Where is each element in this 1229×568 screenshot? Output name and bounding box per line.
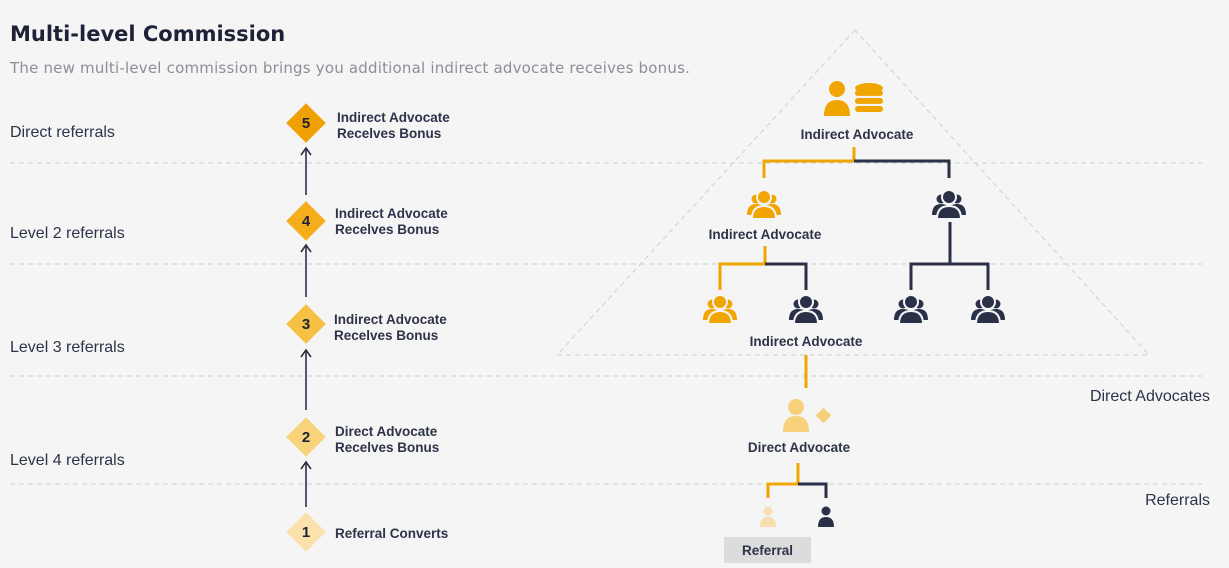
connector-dark bbox=[798, 482, 828, 498]
step-number: 1 bbox=[302, 524, 310, 541]
direct-advocate-icon bbox=[783, 399, 832, 432]
arrow-up bbox=[300, 460, 312, 507]
users-icon bbox=[788, 294, 824, 325]
users-icon bbox=[746, 189, 782, 220]
node-label-direct: Direct Advocate bbox=[747, 440, 851, 455]
connector-dark bbox=[854, 159, 951, 178]
node-label-level2: Indirect Advocate bbox=[708, 227, 822, 242]
page-subtitle: The new multi-level commission brings yo… bbox=[10, 59, 691, 77]
advocate-coins-icon bbox=[824, 81, 883, 116]
connector-accent bbox=[766, 463, 800, 498]
users-icon bbox=[931, 189, 967, 220]
node-label-top: Indirect Advocate bbox=[800, 127, 914, 142]
connector-dark bbox=[950, 262, 990, 290]
step-diamond bbox=[286, 201, 326, 241]
side-label-referrals: Referrals bbox=[1145, 492, 1210, 509]
users-icon bbox=[970, 294, 1006, 325]
page-title: Multi-level Commission bbox=[10, 22, 286, 46]
step-diamond bbox=[286, 417, 326, 457]
side-label-direct-advocates: Direct Advocates bbox=[1089, 388, 1210, 405]
step-number: 4 bbox=[302, 213, 311, 230]
step-number: 2 bbox=[302, 429, 310, 446]
level-label-4: Level 4 referrals bbox=[10, 452, 125, 469]
users-icon bbox=[702, 294, 738, 325]
connector-accent bbox=[718, 246, 767, 290]
step-diamond bbox=[286, 304, 326, 344]
pyramid-outline bbox=[555, 29, 1151, 356]
connector-dark bbox=[765, 262, 808, 290]
arrow-up bbox=[300, 243, 312, 297]
step-diamond bbox=[286, 512, 326, 552]
level-label-3: Level 3 referrals bbox=[10, 339, 125, 356]
referral-person-icon bbox=[760, 506, 776, 527]
level-label-direct: Direct referrals bbox=[10, 124, 115, 141]
step-number: 5 bbox=[302, 115, 310, 132]
step-number: 3 bbox=[302, 316, 310, 333]
level-label-2: Level 2 referrals bbox=[10, 225, 125, 242]
connector-accent bbox=[762, 147, 856, 178]
connector-dark bbox=[909, 222, 952, 290]
step-1-text: Referral Converts bbox=[335, 526, 449, 541]
users-icon bbox=[893, 294, 929, 325]
arrow-up bbox=[300, 348, 312, 410]
referral-box: Referral bbox=[724, 537, 811, 563]
arrow-up bbox=[300, 146, 312, 195]
referral-person-icon bbox=[818, 506, 834, 527]
node-label-level3: Indirect Advocate bbox=[749, 334, 863, 349]
